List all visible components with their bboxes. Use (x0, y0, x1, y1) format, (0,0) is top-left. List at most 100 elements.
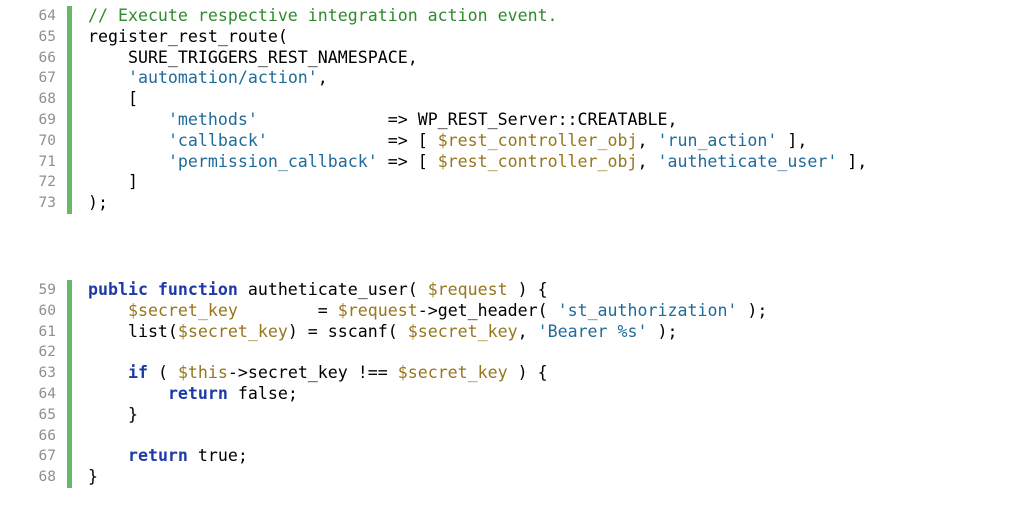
change-indicator-bar (67, 6, 72, 27)
code-line: 62 (0, 342, 1011, 364)
line-number: 59 (38, 282, 56, 298)
change-indicator-bar (67, 151, 72, 173)
change-indicator-bar (67, 26, 72, 48)
code-token-plain: true; (187, 446, 248, 466)
change-indicator-bar (67, 321, 72, 343)
change-indicator-bar (67, 446, 72, 468)
code-token-keyword: return (167, 383, 228, 403)
code-line: 70 'callback' => [ $rest_controller_obj,… (0, 130, 1011, 152)
code-line: 73); (0, 193, 1011, 214)
code-token-plain: , (637, 130, 658, 150)
line-number: 62 (38, 344, 56, 361)
code-token-plain (88, 110, 168, 129)
code-token-string: 'autheticate_user' (657, 151, 838, 171)
line-number: 63 (38, 365, 56, 382)
change-indicator-bar (67, 404, 72, 426)
line-number: 68 (38, 91, 56, 108)
code-line: 65 } (0, 404, 1011, 426)
code-token-plain: ); (647, 321, 678, 341)
code-token-plain: ->get_header( (417, 300, 558, 320)
code-line: 64 return false; (0, 383, 1011, 405)
code-line: 67 return true; (0, 446, 1011, 468)
code-token-string: 'st_authorization' (557, 300, 738, 320)
code-line: 68 [ (0, 89, 1011, 110)
line-number: 60 (38, 302, 56, 319)
code-line: 63 if ( $this->secret_key !== $secret_ke… (0, 363, 1011, 384)
code-token-string: 'automation/action' (127, 68, 318, 88)
code-token-plain: list( (88, 321, 178, 341)
code-token-plain: autheticate_user( (237, 280, 428, 299)
code-line: 65 register_rest_route( (0, 26, 1011, 48)
code-token-plain (88, 363, 128, 382)
code-text: list($secret_key) = sscanf( $secret_key,… (88, 322, 678, 343)
authenticate-function-block: 59 public function autheticate_user( $req… (0, 280, 1011, 488)
line-number: 67 (38, 448, 56, 465)
code-token-keyword: public function (88, 280, 238, 299)
line-number: 73 (38, 195, 56, 212)
code-token-plain: ( (147, 363, 178, 383)
code-token-plain: , (517, 321, 538, 341)
change-indicator-bar (67, 280, 72, 301)
line-number: 64 (38, 385, 56, 402)
code-text: $secret_key = $request->get_header( 'st_… (88, 301, 767, 322)
code-line: 68} (0, 467, 1011, 488)
code-token-plain (88, 446, 128, 465)
code-token-comment: // Execute respective integration action… (88, 6, 558, 25)
code-token-plain (88, 384, 168, 403)
code-token-keyword: return (127, 446, 188, 466)
code-token-plain: register_rest_route( (88, 26, 288, 46)
code-token-plain: ) { (507, 363, 548, 383)
code-text: return false; (88, 384, 298, 405)
change-indicator-bar (67, 425, 72, 447)
line-number: 68 (38, 469, 56, 486)
change-indicator-bar (67, 109, 72, 131)
change-indicator-bar (67, 300, 72, 322)
code-token-variable: $secret_key (407, 321, 518, 341)
line-number: 72 (38, 174, 56, 191)
code-token-variable: $secret_key (397, 363, 508, 383)
line-number: 64 (38, 8, 56, 24)
code-token-plain: , (317, 68, 328, 88)
change-indicator-bar (67, 342, 72, 364)
code-token-plain: , (637, 151, 658, 171)
change-indicator-bar (67, 47, 72, 69)
line-number: 65 (38, 28, 56, 45)
line-number: 70 (38, 132, 56, 149)
code-line: 64 // Execute respective integration acti… (0, 6, 1011, 27)
code-token-plain: = (237, 300, 338, 320)
code-token-plain: ) { (507, 280, 548, 299)
code-token-variable: $secret_key (127, 300, 238, 320)
code-token-plain: => [ (267, 130, 438, 150)
code-line: 61 list($secret_key) = sscanf( $secret_k… (0, 321, 1011, 343)
code-text: [ (88, 89, 138, 110)
code-line: 69 'methods' => WP_REST_Server::CREATABL… (0, 109, 1011, 131)
code-text: } (88, 405, 138, 426)
code-token-keyword: if (127, 363, 148, 383)
line-number: 65 (38, 406, 56, 423)
line-number: 67 (38, 70, 56, 87)
code-line: 66 (0, 425, 1011, 447)
code-token-variable: $rest_controller_obj (437, 130, 638, 150)
code-token-string: 'permission_callback' (167, 151, 378, 171)
code-token-plain: ) = sscanf( (287, 321, 408, 341)
line-number: 71 (38, 153, 56, 170)
change-indicator-bar (67, 172, 72, 194)
change-indicator-bar (67, 89, 72, 110)
code-token-variable: $rest_controller_obj (437, 151, 638, 171)
code-text: 'permission_callback' => [ $rest_control… (88, 152, 867, 173)
code-line: 72 ] (0, 172, 1011, 194)
code-line: 71 'permission_callback' => [ $rest_cont… (0, 151, 1011, 173)
line-number: 61 (38, 323, 56, 340)
line-number: 66 (38, 427, 56, 444)
code-text: return true; (88, 446, 248, 467)
code-text: SURE_TRIGGERS_REST_NAMESPACE, (88, 48, 418, 69)
code-token-string: 'methods' (167, 109, 258, 129)
code-token-plain (88, 68, 128, 87)
code-token-variable: $request (337, 300, 418, 320)
code-line: 66 SURE_TRIGGERS_REST_NAMESPACE, (0, 47, 1011, 69)
code-token-plain: [ (88, 89, 138, 109)
code-token-plain: } (88, 467, 98, 487)
code-token-plain: ], (777, 130, 808, 150)
register-route-block: 64 // Execute respective integration acti… (0, 6, 1011, 214)
code-token-plain: SURE_TRIGGERS_REST_NAMESPACE, (88, 47, 418, 67)
